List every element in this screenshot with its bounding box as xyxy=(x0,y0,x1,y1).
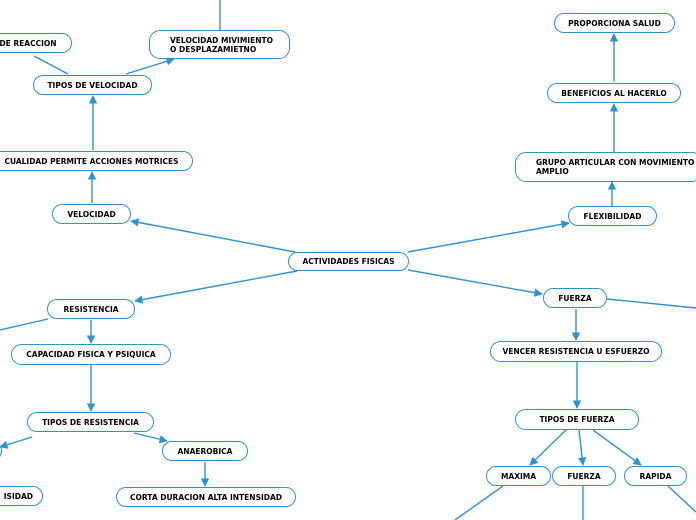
node-grupo-articular-line2: AMPLIO xyxy=(536,167,569,176)
node-actividades-fisicas[interactable]: ACTIVIDADES FISICAS xyxy=(288,252,409,271)
node-tipos-de-fuerza[interactable]: TIPOS DE FUERZA xyxy=(515,409,639,430)
node-fuerza-tipo[interactable]: FUERZA xyxy=(552,466,616,486)
node-velocidad-movimiento-line2: O DESPLAZAMIETNO xyxy=(170,44,257,54)
edge-actividades-fuerza xyxy=(407,269,543,297)
node-de-reaccion[interactable]: DE REACCION xyxy=(0,33,72,53)
node-velocidad[interactable]: VELOCIDAD xyxy=(52,204,131,224)
edge-actividades-velocidad xyxy=(130,218,296,253)
node-velocidad-movimiento[interactable]: VELOCIDAD MIVIMIENTO O DESPLAZAMIETNO xyxy=(149,30,290,59)
edge-resistencia-offscreen xyxy=(0,318,49,331)
node-tipos-de-resistencia[interactable]: TIPOS DE RESISTENCIA xyxy=(27,412,154,432)
edge-tipos-velocidad-movimiento xyxy=(125,57,175,75)
node-intensidad-partial[interactable]: ISIDAD xyxy=(0,486,43,506)
node-vencer-resistencia-u-esfuerzo[interactable]: VENCER RESISTENCIA U ESFUERZO xyxy=(490,341,662,362)
node-cualidad-permite-acciones-motrices[interactable]: CUALIDAD PERMITE ACCIONES MOTRICES xyxy=(0,151,193,171)
edge-tipos-fuerza-fuerza xyxy=(577,429,587,466)
node-flexibilidad[interactable]: FLEXIBILIDAD xyxy=(568,206,657,226)
node-velocidad-movimiento-line1: VELOCIDAD MIVIMIENTO xyxy=(170,35,273,45)
node-capacidad-fisica-y-psiquica[interactable]: CAPACIDAD FISICA Y PSIQUICA xyxy=(11,344,171,365)
node-anaerobica[interactable]: ANAEROBICA xyxy=(162,441,248,461)
edge-tipos-resistencia-anaerobica xyxy=(133,432,168,444)
node-corta-duracion-alta-intensidad[interactable]: CORTA DURACION ALTA INTENSIDAD xyxy=(116,487,296,507)
edge-actividades-flexibilidad xyxy=(407,220,570,253)
node-beneficios-al-hacerlo[interactable]: BENEFICIOS AL HACERLO xyxy=(547,83,681,103)
edge-tipos-fuerza-maxima xyxy=(529,429,567,466)
edge-tipos-resistencia-left xyxy=(0,436,33,449)
node-resistencia[interactable]: RESISTENCIA xyxy=(47,299,135,319)
node-grupo-articular-line1: GRUPO ARTICULAR CON MOVIMIENTO xyxy=(536,158,695,167)
edge-rapida-offscreen xyxy=(667,485,696,513)
node-proporciona-salud[interactable]: PROPORCIONA SALUD xyxy=(554,13,675,33)
node-maxima[interactable]: MAXIMA xyxy=(486,466,551,486)
node-rapida[interactable]: RAPIDA xyxy=(624,466,687,486)
node-grupo-articular[interactable]: GRUPO ARTICULAR CON MOVIMIENTO AMPLIO xyxy=(515,152,696,182)
edge-fuerza-offscreen xyxy=(606,298,696,309)
node-fuerza[interactable]: FUERZA xyxy=(543,288,607,308)
edge-actividades-resistencia xyxy=(134,270,298,304)
node-tipos-de-velocidad[interactable]: TIPOS DE VELOCIDAD xyxy=(33,75,152,95)
edge-tipos-velocidad-reaccion xyxy=(33,55,69,75)
edge-tipos-fuerza-rapida xyxy=(592,429,642,466)
edge-maxima-offscreen xyxy=(454,485,504,520)
